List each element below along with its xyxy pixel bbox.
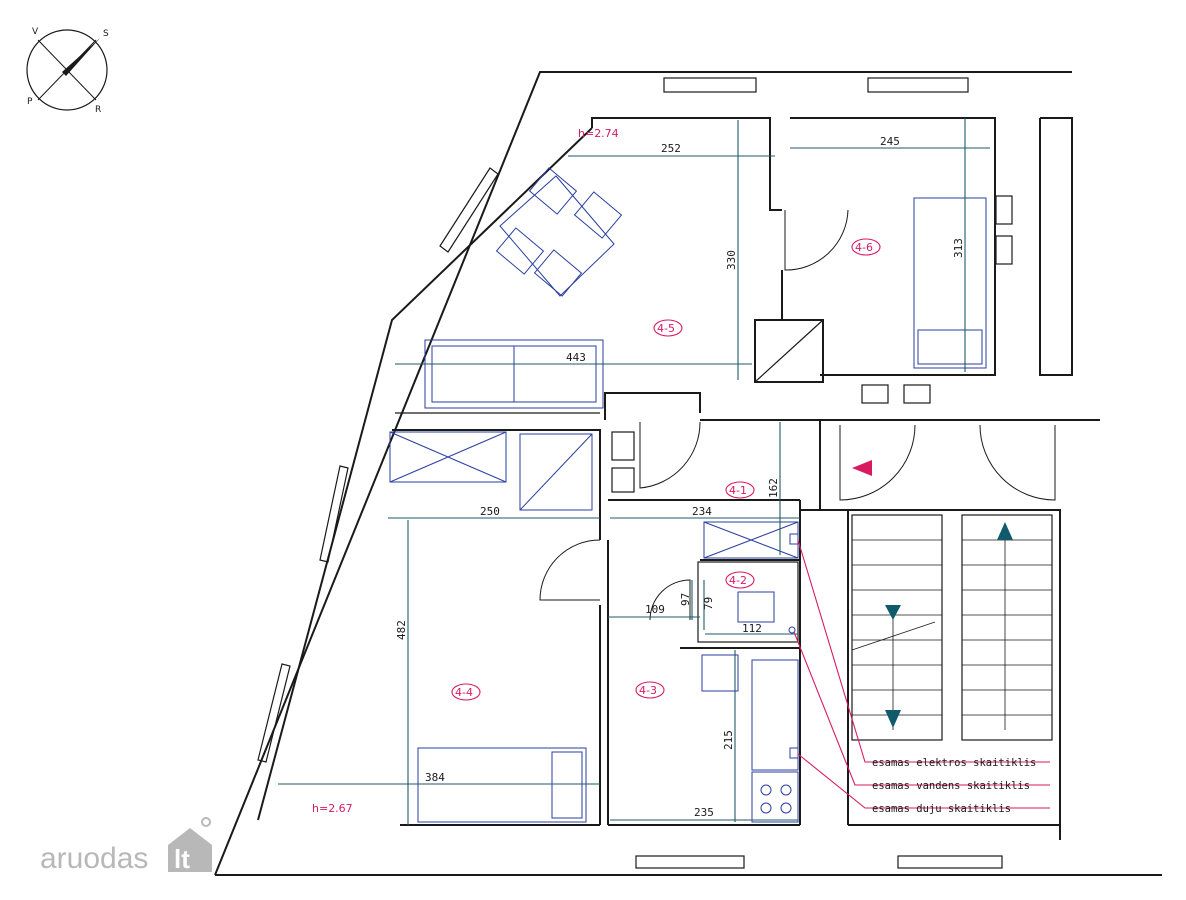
stair-arrow-up-icon: [997, 522, 1013, 540]
dim-313: 313: [952, 238, 965, 258]
meter-leaders: [793, 539, 1050, 809]
outer-walls: [214, 71, 1162, 876]
furniture: [389, 167, 987, 823]
room-label-4-6: 4-6: [855, 241, 873, 254]
compass-letter-s: S: [103, 29, 109, 39]
room-labels: 4-1 4-2 4-3 4-4 4-5 4-6: [451, 238, 881, 701]
dim-482: 482: [395, 620, 408, 640]
ceiling-height-label-1: h=2.74: [578, 127, 619, 140]
watermark-suffix: lt: [174, 844, 190, 874]
ceiling-height-label-2: h=2.67: [312, 802, 353, 815]
watermark-brand: aruodas: [40, 842, 148, 875]
room-label-4-1: 4-1: [729, 484, 747, 497]
dimension-lines: [278, 118, 990, 825]
doors: [539, 209, 1056, 621]
dim-162: 162: [767, 478, 780, 498]
compass-letter-r: R: [95, 105, 101, 115]
staircase: [851, 460, 1053, 741]
window-top-1: [663, 77, 757, 93]
compass-letter-v: V: [32, 27, 39, 37]
legend-gas-meter: esamas duju skaitiklis: [872, 803, 1011, 815]
dim-97: 97: [679, 593, 692, 606]
dim-252: 252: [661, 142, 681, 155]
watermark-logo: aruodas lt: [40, 817, 212, 875]
legend-electric-meter: esamas elektros skaitiklis: [872, 757, 1036, 769]
entrance-arrow-icon: [852, 460, 872, 476]
dim-112: 112: [742, 622, 762, 635]
window-bottom-1: [635, 855, 745, 869]
dim-384: 384: [425, 771, 445, 784]
interior-walls: [392, 117, 1100, 840]
windows-left: [257, 167, 499, 763]
legend-water-meter: esamas vandens skaitiklis: [872, 780, 1030, 792]
dimension-labels: 252 245 330 313 443 250 234 162 482 109 …: [395, 135, 965, 819]
compass-letter-p: P: [27, 97, 33, 107]
stair-arrow-down-2-icon: [885, 710, 901, 728]
dim-109: 109: [645, 603, 665, 616]
window-top-2: [867, 77, 969, 93]
smoke-icon: [201, 817, 211, 827]
dim-234: 234: [692, 505, 712, 518]
dim-245: 245: [880, 135, 900, 148]
dim-215: 215: [722, 730, 735, 750]
stair-arrow-down-1-icon: [885, 605, 901, 620]
house-icon: [168, 828, 212, 872]
dim-79: 79: [702, 597, 715, 610]
window-bottom-2: [897, 855, 1003, 869]
room-label-4-2: 4-2: [729, 574, 747, 587]
dim-235: 235: [694, 806, 714, 819]
room-label-4-4: 4-4: [455, 686, 473, 699]
dim-250: 250: [480, 505, 500, 518]
dim-443: 443: [566, 351, 586, 364]
room-label-4-5: 4-5: [657, 322, 675, 335]
dim-330: 330: [725, 250, 738, 270]
room-label-4-3: 4-3: [639, 684, 657, 697]
compass-rose: V S P R: [26, 27, 109, 115]
